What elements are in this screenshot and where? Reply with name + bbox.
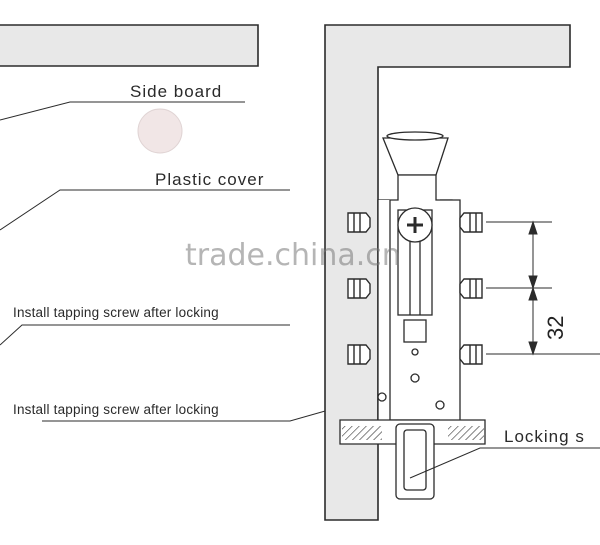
left-top-board xyxy=(0,24,259,67)
dimension-lines xyxy=(486,220,600,356)
install-1-label: Install tapping screw after locking xyxy=(13,305,219,320)
side-board-label: Side board xyxy=(130,82,223,101)
locking-mechanism xyxy=(339,131,486,500)
clips-right xyxy=(459,212,483,365)
install-1-leader xyxy=(0,324,290,346)
bottom-hatch-left xyxy=(342,426,382,440)
right-top-board xyxy=(324,24,571,521)
locking-leader xyxy=(409,447,600,479)
plastic-cover-label: Plastic cover xyxy=(155,170,265,189)
plastic-cap-circle xyxy=(137,108,183,154)
watermark-text: trade.china.cn xyxy=(185,238,401,273)
side-board-leader xyxy=(0,101,245,121)
locking-screw-label: Locking s xyxy=(504,427,585,446)
install-2-label: Install tapping screw after locking xyxy=(13,402,219,417)
dimension-32-label: 32 xyxy=(543,315,568,340)
bottom-hatch-right xyxy=(448,426,484,440)
plastic-cover-leader xyxy=(0,189,290,231)
clips-left xyxy=(347,212,371,365)
